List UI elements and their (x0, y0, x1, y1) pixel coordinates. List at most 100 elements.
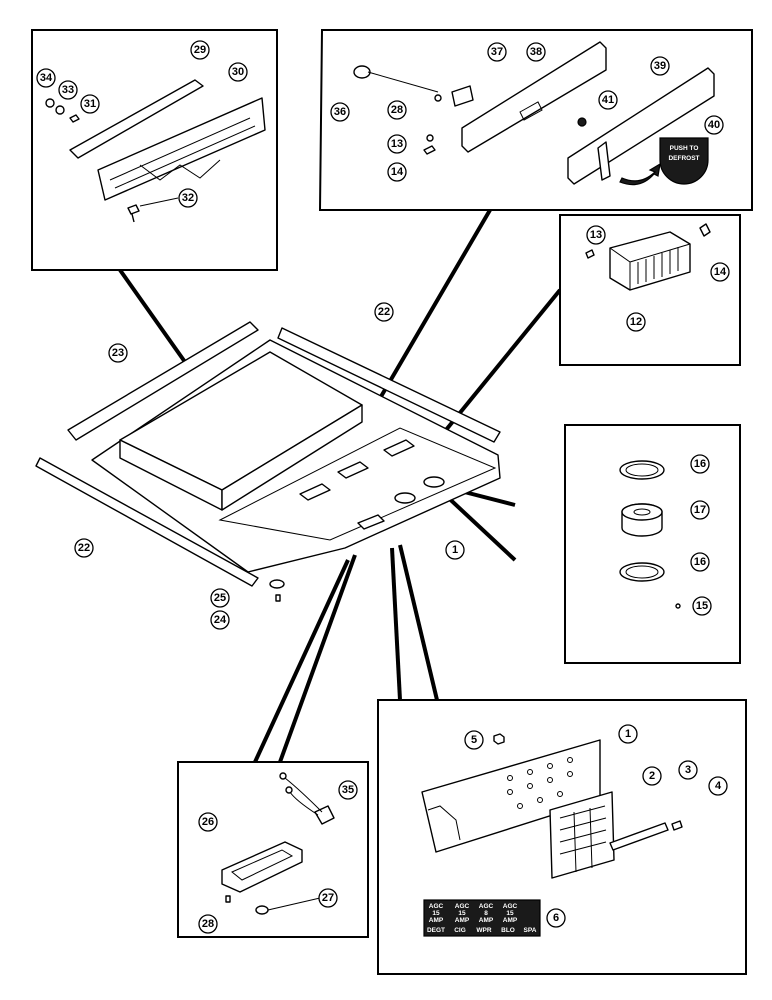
callout-40: 40 (704, 115, 724, 135)
part-29-strip (69, 79, 204, 159)
callout-14-vent: 14 (710, 262, 730, 282)
callout-37: 37 (487, 42, 507, 62)
callout-25: 25 (210, 588, 230, 608)
callout-5: 5 (464, 730, 484, 750)
leader-lines (118, 208, 562, 763)
svg-text:27: 27 (322, 892, 334, 904)
callout-24: 24 (210, 610, 230, 630)
svg-text:34: 34 (40, 72, 53, 84)
svg-text:1: 1 (625, 728, 631, 740)
callout-1-main: 1 (445, 540, 465, 560)
svg-text:24: 24 (214, 614, 227, 626)
part-37-plate (451, 85, 474, 107)
svg-text:3: 3 (685, 764, 691, 776)
decal-row-2: 15 15 8 15 (432, 910, 514, 917)
part-30-duct (97, 97, 266, 201)
part-27-bulb (255, 905, 269, 915)
svg-text:DEFROST: DEFROST (668, 155, 699, 162)
svg-text:14: 14 (714, 266, 727, 278)
svg-text:39: 39 (654, 60, 666, 72)
part-22-strip-right (277, 327, 501, 443)
svg-text:PUSH TO: PUSH TO (670, 145, 699, 152)
part-5-nut (493, 733, 505, 745)
svg-text:40: 40 (708, 119, 720, 131)
part-31-screw (69, 114, 80, 123)
part-25-grommet (269, 579, 285, 589)
part-3-strip (609, 822, 669, 851)
svg-text:26: 26 (202, 816, 214, 828)
svg-text:15: 15 (458, 910, 466, 917)
callout-6: 6 (546, 908, 566, 928)
svg-text:CIG: CIG (454, 927, 466, 934)
svg-text:37: 37 (491, 46, 503, 58)
svg-text:41: 41 (602, 94, 614, 106)
callout-4: 4 (708, 776, 728, 796)
callout-28-lamp: 28 (198, 914, 218, 934)
callout-39: 39 (650, 56, 670, 76)
svg-text:28: 28 (202, 918, 214, 930)
detail-box-defroster-duct: 29 30 31 32 33 34 (31, 29, 278, 271)
svg-text:23: 23 (112, 347, 124, 359)
svg-text:33: 33 (62, 84, 74, 96)
svg-text:6: 6 (553, 912, 559, 924)
svg-text:15: 15 (432, 910, 440, 917)
svg-text:2: 2 (649, 770, 655, 782)
callout-35: 35 (338, 780, 358, 800)
callout-34: 34 (36, 68, 56, 88)
svg-text:22: 22 (378, 306, 390, 318)
part-22-strip-left (35, 457, 259, 587)
detail-box-air-vent: 12 13 14 (559, 214, 741, 366)
svg-text:25: 25 (214, 592, 226, 604)
part-36-knob (353, 65, 371, 79)
svg-text:13: 13 (590, 229, 602, 241)
svg-text:AGC: AGC (429, 903, 444, 910)
callout-26: 26 (198, 812, 218, 832)
part-34-nut (45, 98, 55, 108)
callout-13-vent: 13 (586, 225, 606, 245)
part-4-screw (671, 820, 683, 831)
svg-text:30: 30 (232, 66, 244, 78)
detail-box-dome-lamp: 26 27 28 35 (177, 761, 369, 938)
svg-text:AMP: AMP (455, 917, 470, 924)
svg-text:31: 31 (84, 98, 96, 110)
svg-text:AMP: AMP (503, 917, 518, 924)
callout-32: 32 (178, 188, 198, 208)
callout-30: 30 (228, 62, 248, 82)
svg-text:AGC: AGC (503, 903, 518, 910)
panel-holes (507, 757, 573, 809)
part-2-fuse-block (549, 791, 615, 879)
callout-22-right: 22 (374, 302, 394, 322)
svg-text:35: 35 (342, 784, 354, 796)
callout-1-panel: 1 (618, 724, 638, 744)
decal-row-1: AGC AGC AGC AGC (429, 903, 518, 910)
svg-text:AGC: AGC (455, 903, 470, 910)
main-roof-assembly: 1 22 22 23 24 25 (35, 302, 501, 630)
svg-text:22: 22 (78, 542, 90, 554)
svg-text:14: 14 (391, 166, 404, 178)
svg-text:BLO: BLO (501, 927, 515, 934)
svg-text:AMP: AMP (479, 917, 494, 924)
callout-13-top: 13 (387, 134, 407, 154)
callout-17: 17 (690, 500, 710, 520)
decal-row-3: AMP AMP AMP AMP (429, 917, 518, 924)
callout-28-top: 28 (387, 100, 407, 120)
callout-16-top: 16 (690, 454, 710, 474)
callout-2: 2 (642, 766, 662, 786)
callout-33: 33 (58, 80, 78, 100)
part-23-strip (67, 321, 259, 441)
svg-text:1: 1 (452, 544, 458, 556)
part-41-knob (577, 117, 587, 127)
svg-text:32: 32 (182, 192, 194, 204)
svg-text:29: 29 (194, 44, 206, 56)
svg-text:DEGT: DEGT (427, 927, 445, 934)
callout-41: 41 (598, 90, 618, 110)
svg-text:AMP: AMP (429, 917, 444, 924)
svg-text:WPR: WPR (476, 927, 491, 934)
part-33-washer (55, 105, 65, 115)
svg-text:4: 4 (715, 780, 722, 792)
callout-23: 23 (108, 343, 128, 363)
detail-box-fuse-panel: AGC AGC AGC AGC 15 15 8 15 AMP AMP AMP A… (377, 699, 747, 975)
callout-38: 38 (526, 42, 546, 62)
svg-text:28: 28 (391, 104, 403, 116)
svg-text:15: 15 (696, 600, 708, 612)
